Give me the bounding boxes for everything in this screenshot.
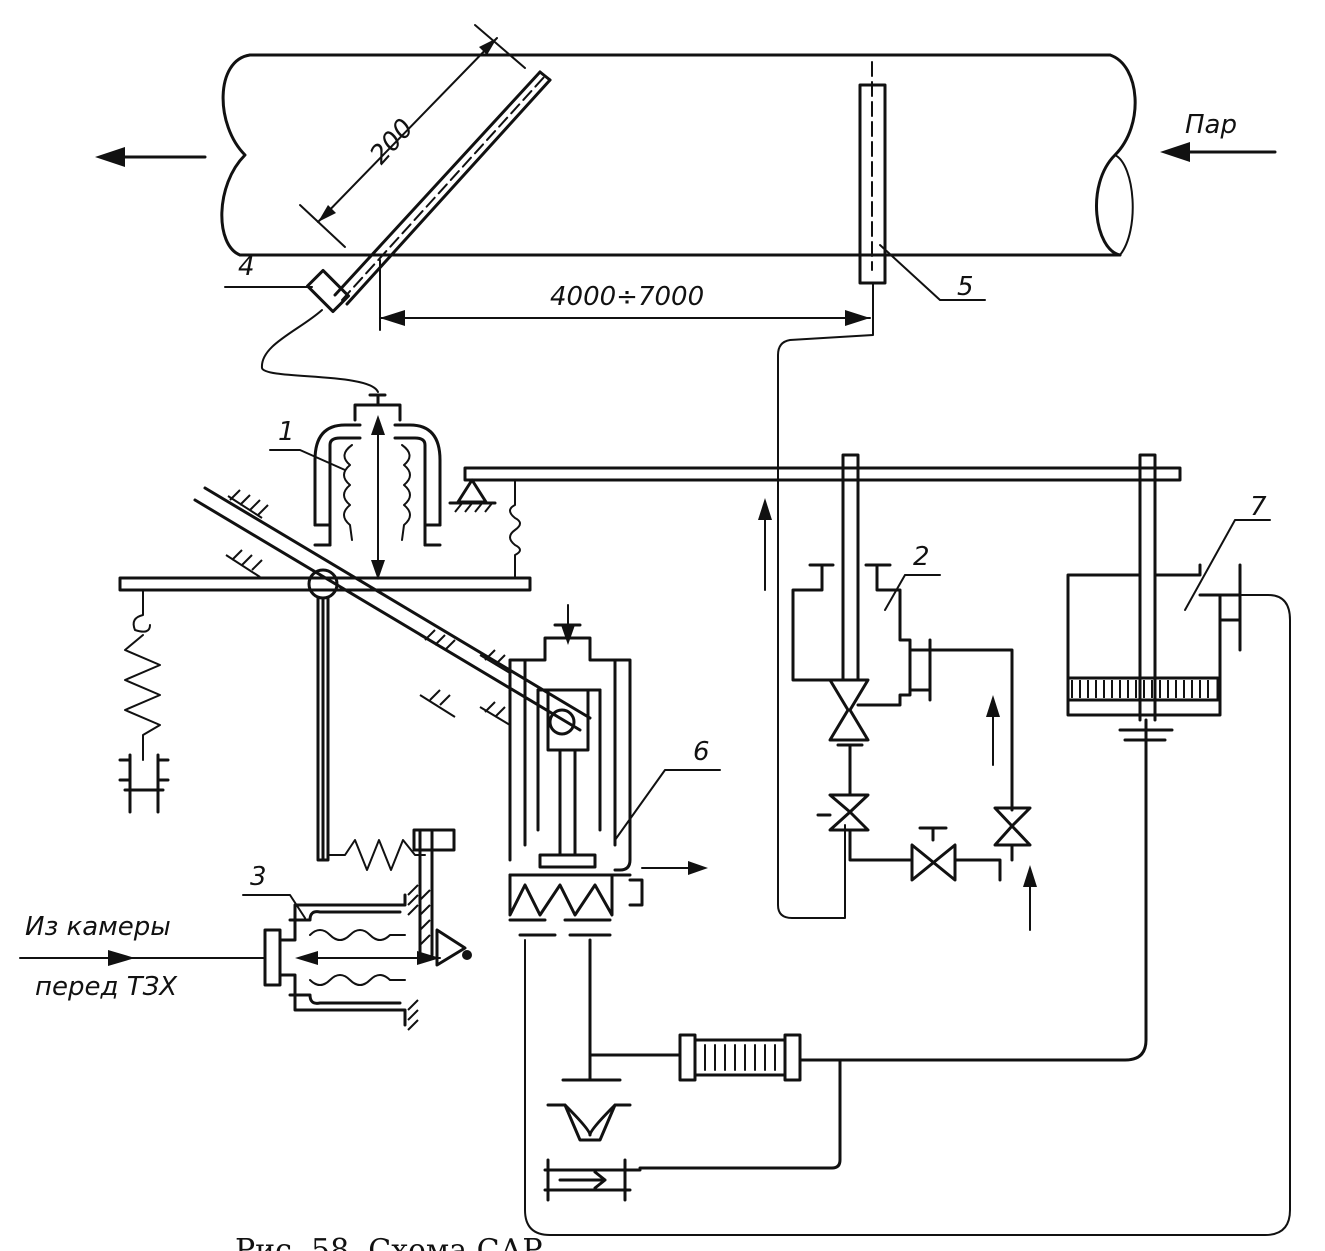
lower-lever (118, 568, 532, 862)
dim-distance (379, 259, 871, 331)
capillary-line-4 (260, 309, 379, 393)
filter-block (543, 938, 842, 1202)
upper-beam (448, 466, 1182, 579)
steam-outflow-arrow (95, 147, 207, 167)
label-3: 3 (250, 862, 267, 892)
label-4: 4 (238, 252, 255, 282)
left-spring (118, 589, 170, 814)
lever-spring (327, 839, 426, 871)
leader-5 (879, 244, 986, 301)
label-2: 2 (913, 542, 930, 572)
steam-label: Пар (1185, 110, 1237, 140)
leader-6 (614, 769, 721, 841)
dim-200 (299, 24, 526, 248)
leader-1 (269, 449, 346, 471)
valve-2 (791, 453, 1037, 931)
leader-7 (1184, 519, 1271, 611)
label-7: 7 (1250, 492, 1267, 522)
flow-arrow-up-left (758, 498, 772, 591)
servomotor-7 (524, 453, 1291, 1236)
inclined-rod (193, 486, 592, 736)
capillary-line-5 (777, 282, 874, 919)
label-5: 5 (957, 272, 974, 302)
dim-distance-label: 4000÷7000 (550, 282, 704, 312)
bellows-3 (263, 884, 441, 1031)
inlet-label-line1: Из камеры (25, 912, 171, 942)
dim-200-label: 200 (364, 113, 420, 170)
steam-pipe (220, 53, 1137, 257)
bellows-1 (313, 393, 442, 580)
slide-valve-6 (508, 604, 708, 937)
steam-inflow-arrow (1160, 142, 1277, 162)
inlet-arrow (19, 950, 266, 966)
leader-3 (242, 894, 306, 919)
label-1: 1 (278, 417, 295, 447)
inlet-label-line2: перед ТЗХ (35, 972, 178, 1002)
label-6: 6 (693, 737, 710, 767)
leader-2 (884, 574, 941, 611)
figure-caption: Рис. 58. Схема САР (235, 1233, 543, 1251)
adjust-screw (412, 828, 472, 967)
sensor-5 (858, 61, 887, 285)
